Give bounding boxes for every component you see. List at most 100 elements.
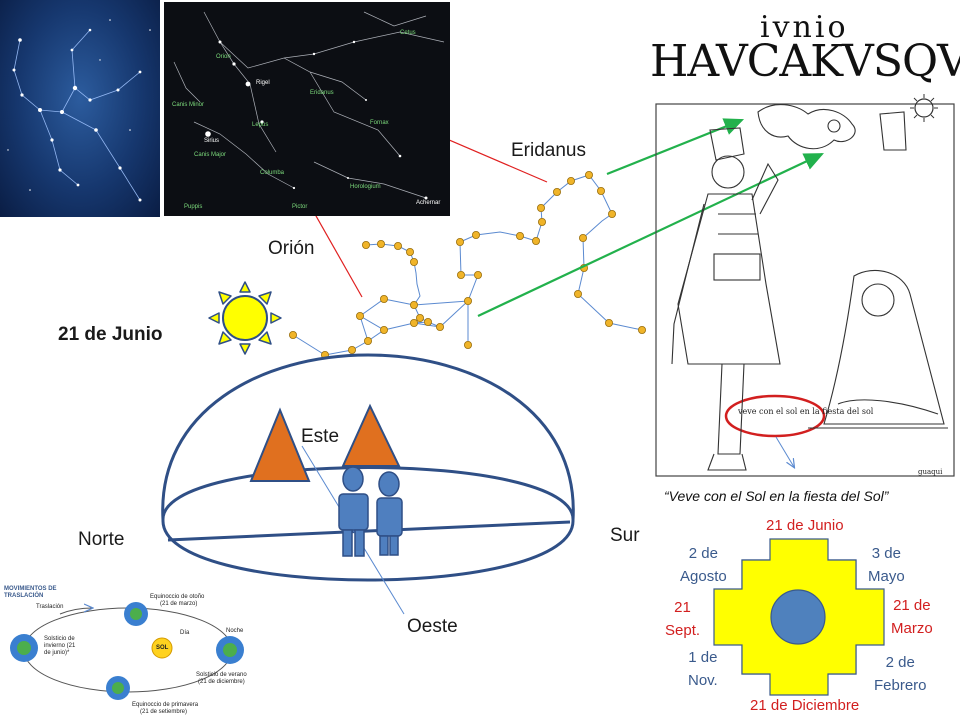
label-norte: Norte [78,529,125,550]
star [409,300,418,309]
label-date: 21 de Junio [58,324,163,345]
star [532,236,541,245]
star [574,289,583,298]
star [471,230,480,239]
codex-title: HAVCAKVSQVI [650,36,960,87]
star [516,231,525,240]
calendar-top-right-line2: Mayo [868,568,905,585]
star [605,318,614,327]
star [423,317,432,326]
calendar-top-left: 2 de Agosto [680,542,727,588]
calendar-left: 21 Sept. [665,596,700,642]
calendar-bottom-left: 1 de Nov. [688,646,718,692]
star [435,322,444,331]
sun-icon [208,281,282,355]
star-label: Canis Minor [172,102,205,108]
mountain-left [249,407,311,482]
inset-label-dia: Día [180,630,190,636]
star-label: Canis Major [194,152,227,158]
star-label: Columba [260,170,285,176]
star-label: Puppis [184,204,203,210]
star-label: Horologium [350,184,381,190]
star-label: Eridanus [310,90,334,96]
star [405,247,414,256]
star-label: Sirius [204,138,220,144]
codex-caption: “Veve con el Sol en la fiesta del Sol” [664,488,889,504]
star-label: Pictor [292,204,308,210]
note-pointer-arrow [775,436,794,467]
calendar-right-line2: Marzo [891,620,933,637]
star-label: Rigel [256,80,270,86]
inset-label-sol: SOL [156,645,169,651]
star [347,345,356,354]
codex-drawing: ivnio HAVCAKVSQVI [648,4,960,484]
inset-label-otono: (21 de marzo) [160,601,198,607]
star [638,325,647,334]
star [585,170,594,179]
inset-label-verano: Solsticio de verano [196,672,247,678]
calendar-right: 21 de Marzo [891,594,933,640]
sky-dome [161,353,575,582]
star [376,239,385,248]
calendar-left-line1: 21 [674,599,691,616]
orion-photo-stars [7,19,151,202]
person-right-icon [376,471,403,556]
calendar-right-line1: 21 de [893,597,931,614]
star-map: Cetus Orion Rigel Eridanus Lepus Fornax … [164,2,450,216]
codex-sun-icon [910,94,938,122]
inset-label-verano: (21 de diciembre) [198,679,245,685]
calendar-top-right: 3 de Mayo [868,542,905,588]
star-label: Lepus [252,122,269,128]
inset-label-invierno: invierno (21 [44,643,76,649]
inset-title: MOVIMIENTOS DE [4,586,57,592]
star [538,217,547,226]
calendar-bottom-left-line1: 1 de [688,649,718,666]
seasons-inset: MOVIMIENTOS DE TRASLACIÓN Traslación Equ… [0,584,256,720]
calendar-top-left-line1: 2 de [688,545,718,562]
star-label: Achernar [416,200,441,206]
calendar-top-right-line1: 3 de [871,545,901,562]
seasons-orbit [10,602,244,700]
star [415,313,424,322]
calendar-top: 21 de Junio [766,517,844,534]
inset-title: TRASLACIÓN [4,593,44,599]
star-label: Cetus [400,30,416,36]
green-arrow-lower [477,153,824,317]
codex-signature: guaqui [918,468,943,476]
codex-month: ivnio [760,10,849,45]
star [463,296,472,305]
star [597,186,606,195]
star [455,237,464,246]
label-este: Este [301,426,340,447]
star [393,241,402,250]
calendar-bottom-right: 2 de Febrero [874,651,927,697]
inset-label-noche: Noche [226,628,244,634]
star [355,311,364,320]
star [553,187,562,196]
star [456,270,465,279]
inset-label-otono: Equinoccio de otoño [150,594,205,600]
calendar-top-left-line2: Agosto [680,568,727,585]
inset-label-invierno: Solsticio de [44,636,75,642]
inset-label-invierno: de junio)* [44,650,70,656]
label-sur: Sur [610,525,640,546]
star [473,270,482,279]
calendar-left-line2: Sept. [665,622,701,639]
label-eridanus: Eridanus [511,140,586,161]
star [567,176,576,185]
star [579,233,588,242]
calendar-bottom: 21 de Diciembre [750,697,860,714]
inset-label-primavera: Equinoccio de primavera [132,702,199,708]
mountain-right [341,403,401,467]
star [288,330,297,339]
star [363,336,372,345]
label-oeste: Oeste [407,616,458,637]
star [409,318,418,327]
star [409,257,418,266]
orion-photo [0,0,160,217]
chakana-cross [713,538,885,696]
star [537,203,546,212]
note-highlight-oval [724,394,826,438]
calendar-bottom-right-line2: Febrero [874,677,927,694]
star [379,325,388,334]
